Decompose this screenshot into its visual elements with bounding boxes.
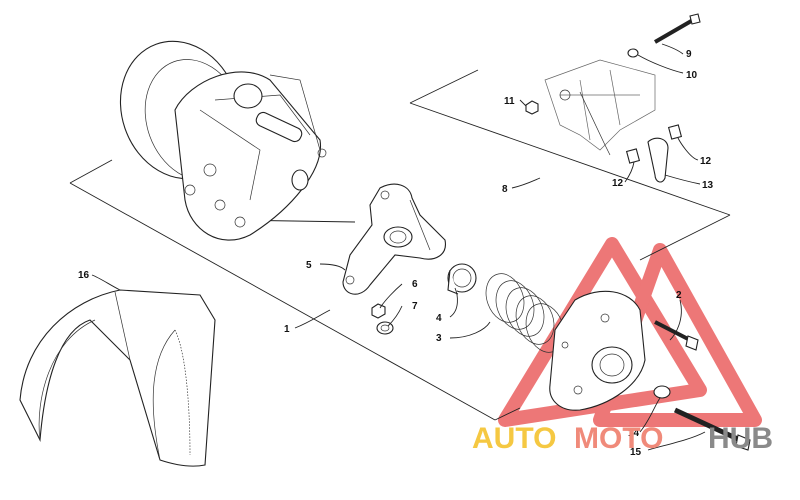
part-10-washer	[627, 48, 639, 58]
part-16-belt	[19, 289, 216, 467]
callout-labels: 1 2 3 4 5 6 7 8 9 10 11 12 12 13 14 15 1…	[78, 49, 714, 458]
assembly-8-outline	[409, 69, 731, 261]
callout-9: 9	[686, 49, 692, 60]
callout-16: 16	[78, 270, 90, 281]
callout-4: 4	[436, 313, 442, 324]
callout-7: 7	[412, 301, 418, 312]
part-11-nut	[525, 100, 539, 115]
callout-10: 10	[686, 70, 698, 81]
leader-lines	[91, 43, 706, 451]
part-15-bolt	[673, 407, 751, 451]
part-8-bracket	[544, 59, 656, 156]
callout-6: 6	[412, 279, 418, 290]
cover-plate	[549, 290, 646, 411]
part-2-bolt	[654, 320, 699, 351]
callout-3: 3	[436, 333, 442, 344]
callout-5: 5	[306, 260, 312, 271]
part-14-washer	[653, 385, 671, 399]
watermark-moto: MOTO	[574, 422, 663, 455]
callout-11: 11	[504, 96, 515, 107]
watermark-auto: AUTO	[472, 422, 556, 455]
callout-2: 2	[676, 290, 682, 301]
callout-12-b: 12	[612, 178, 624, 189]
callout-1: 1	[284, 324, 290, 335]
part-12-shoe-b	[667, 124, 683, 140]
callout-15: 15	[630, 447, 642, 458]
callout-12-a: 12	[700, 156, 712, 167]
part-6-nut	[371, 303, 386, 319]
callout-13: 13	[702, 180, 714, 191]
watermark-hub: HUB	[708, 422, 773, 455]
part-9-bolt	[653, 13, 701, 44]
part-13-shoe	[647, 137, 669, 183]
part-5-bracket	[342, 183, 446, 295]
callout-8: 8	[502, 184, 508, 195]
drive-clutch-assembly	[119, 40, 327, 241]
watermark-text: AUTO MOTO HUB	[472, 422, 773, 455]
part-4-bushing	[447, 263, 477, 295]
part-12-shoe-a	[625, 148, 641, 164]
callout-14: 14	[628, 428, 640, 439]
